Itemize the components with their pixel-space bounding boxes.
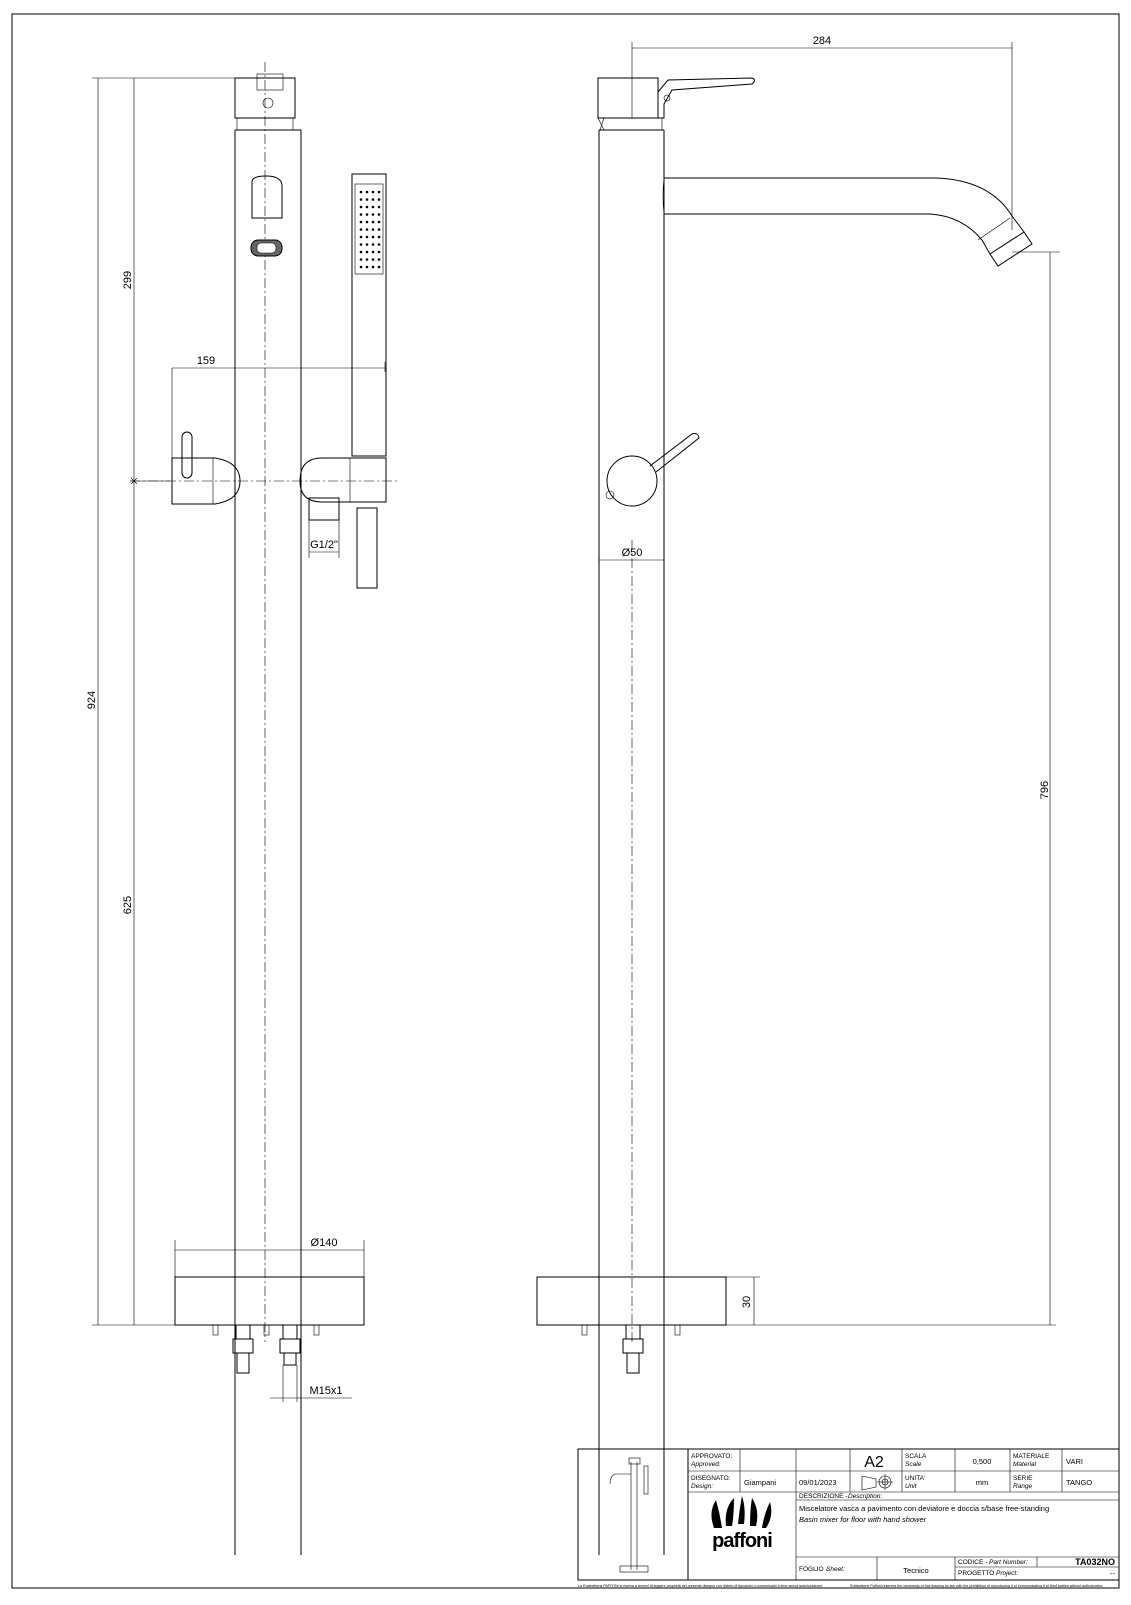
material-label-en: Material bbox=[1013, 1461, 1037, 1468]
spout-aerator bbox=[989, 231, 1033, 267]
projection-symbol-icon bbox=[861, 1474, 893, 1491]
design-label-en: Design: bbox=[691, 1483, 713, 1490]
mixer-lever-handle bbox=[181, 431, 193, 479]
dim-299-label: 299 bbox=[122, 271, 134, 289]
side-base bbox=[536, 1276, 727, 1326]
scale-value: 0,500 bbox=[973, 1457, 992, 1466]
part-label: CODICE - bbox=[958, 1559, 987, 1566]
cap-logo-icon bbox=[262, 97, 274, 109]
dim-159-label: 159 bbox=[197, 355, 215, 367]
footer-note-it: La Rubinetteria PAFFONI si riserva a ter… bbox=[578, 1584, 822, 1588]
scale-label: SCALA bbox=[905, 1453, 927, 1460]
side-diverter-handle bbox=[649, 433, 700, 473]
range-label: SERIE bbox=[1013, 1475, 1033, 1482]
dim-796-label: 796 bbox=[1039, 781, 1051, 799]
project-label: PROGETTO - bbox=[958, 1570, 998, 1577]
material-label: MATERIALE bbox=[1013, 1453, 1050, 1460]
shower-connector bbox=[308, 497, 340, 521]
range-value: TANGO bbox=[1066, 1478, 1092, 1487]
approved-label-en: Approved: bbox=[690, 1461, 721, 1468]
spout-bottom-edge bbox=[664, 213, 991, 255]
front-dimensions: 299 625 924 159 G1/2" Ø140 M15x1 bbox=[86, 77, 386, 1402]
spout-front bbox=[251, 175, 283, 219]
side-collar bbox=[597, 117, 663, 131]
side-cap bbox=[597, 77, 659, 119]
description-en: Basin mixer for floor with hand shower bbox=[799, 1515, 927, 1524]
side-base-pins bbox=[581, 1324, 681, 1374]
unit-label: UNITA' bbox=[905, 1475, 925, 1482]
side-lever bbox=[657, 77, 755, 119]
dim-m15-label: M15x1 bbox=[309, 1385, 342, 1397]
unit-label-en: Unit bbox=[905, 1483, 918, 1490]
thumbnail-icon bbox=[609, 1457, 649, 1573]
sheet-border bbox=[11, 13, 1120, 1589]
date-value: 09/01/2023 bbox=[799, 1478, 837, 1487]
footer-note-en: Rubinetterie Paffoni reserves the owners… bbox=[850, 1584, 1103, 1588]
side-view bbox=[536, 77, 1033, 1555]
designer-value: Giampani bbox=[744, 1478, 776, 1487]
shower-head-face bbox=[354, 183, 384, 275]
brand-name: paffoni bbox=[712, 1530, 772, 1552]
dim-g12-label: G1/2" bbox=[310, 539, 338, 551]
front-view bbox=[130, 62, 400, 1555]
spout-top-edge bbox=[664, 177, 1025, 233]
title-block-frame bbox=[577, 1448, 1120, 1581]
aerator-mesh bbox=[256, 242, 277, 254]
sheet-value: Tecnico bbox=[903, 1566, 928, 1575]
part-label-en: Part Number: bbox=[989, 1559, 1028, 1566]
top-cap-tab bbox=[256, 73, 284, 91]
front-base-pins bbox=[212, 1324, 320, 1374]
mixer-lever-body bbox=[171, 457, 241, 505]
shower-hose-stub bbox=[356, 507, 378, 589]
shower-nozzles-icon bbox=[359, 190, 381, 269]
side-lever-pin bbox=[663, 94, 671, 102]
title-block: APPROVATO: Approved: A2 SCALA Scale 0,50… bbox=[577, 1448, 1120, 1588]
sheet-label-en: Sheet: bbox=[826, 1566, 845, 1573]
design-label: DISEGNATO: bbox=[691, 1475, 731, 1482]
paffoni-logo: paffoni bbox=[711, 1496, 773, 1552]
sheet-label: FOGLIO - bbox=[799, 1566, 828, 1573]
approved-label: APPROVATO: bbox=[691, 1453, 732, 1460]
range-label-en: Range bbox=[1013, 1483, 1033, 1490]
side-diverter-knob bbox=[606, 455, 658, 507]
dim-140-label: Ø140 bbox=[311, 1237, 338, 1249]
description-label: DESCRIZIONE - bbox=[799, 1493, 847, 1500]
shower-holder bbox=[299, 457, 387, 503]
dim-924-label: 924 bbox=[86, 691, 98, 709]
dim-30-label: 30 bbox=[741, 1296, 753, 1308]
dim-50-label: Ø50 bbox=[622, 547, 643, 559]
project-value: -- bbox=[1110, 1569, 1115, 1578]
description-it: Miscelatore vasca a pavimento con deviat… bbox=[799, 1504, 1049, 1513]
format-value: A2 bbox=[864, 1454, 884, 1471]
dim-284-label: 284 bbox=[813, 35, 831, 47]
project-label-en: Project: bbox=[996, 1570, 1018, 1577]
dim-625-label: 625 bbox=[122, 896, 134, 914]
side-dimensions: 284 Ø50 796 30 bbox=[599, 35, 1060, 1326]
part-value: TA032NO bbox=[1075, 1557, 1115, 1567]
description-label-en: Description: bbox=[848, 1493, 883, 1500]
front-base bbox=[174, 1276, 365, 1326]
scale-label-en: Scale bbox=[905, 1461, 922, 1468]
hand-shower bbox=[351, 173, 387, 457]
unit-value: mm bbox=[976, 1478, 989, 1487]
material-value: VARI bbox=[1066, 1457, 1083, 1466]
